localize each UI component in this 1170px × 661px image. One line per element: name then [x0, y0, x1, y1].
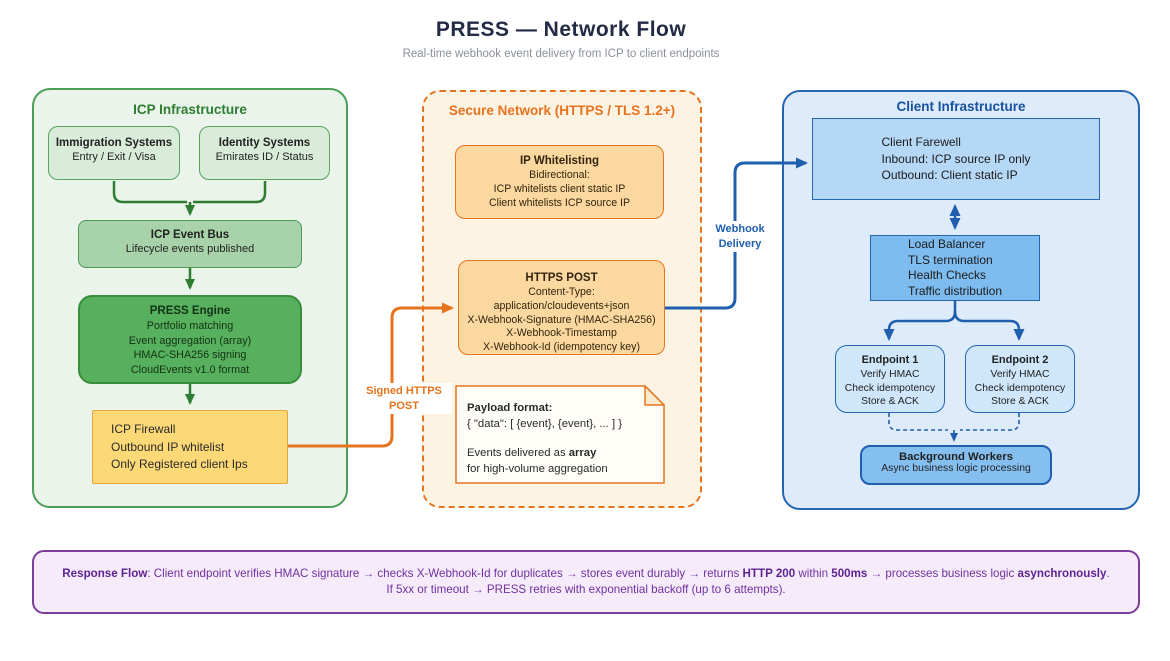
payload-text: Payload format: { "data": [ {event}, {ev…: [467, 401, 622, 477]
icp-section-title: ICP Infrastructure: [133, 102, 247, 117]
endpoint-1-line: Store & ACK: [861, 396, 919, 407]
client-firewall-line: Outbound: Client static IP: [881, 168, 1018, 183]
response-flow-bold: HTTP 200: [742, 566, 796, 580]
response-flow-seg: → processes business logic: [867, 566, 1018, 580]
payload-title: Payload format:: [467, 402, 553, 414]
client-firewall-line: Client Farewell: [881, 135, 961, 150]
endpoint-2-line: Store & ACK: [991, 396, 1049, 407]
client-firewall-box: Client Farewell Inbound: ICP source IP o…: [812, 118, 1100, 200]
ip-whitelisting-line: Bidirectional:: [529, 169, 590, 181]
endpoint-1-title: Endpoint 1: [861, 354, 919, 366]
secure-section-title: Secure Network (HTTPS / TLS 1.2+): [448, 103, 676, 118]
endpoint-1-line: Check idempotency: [844, 382, 936, 394]
https-post-line: X-Webhook-Timestamp: [506, 327, 617, 340]
webhook-delivery-line: Delivery: [718, 237, 762, 250]
endpoint-2-box: Endpoint 2 Verify HMAC Check idempotency…: [965, 345, 1075, 413]
https-post-title: HTTPS POST: [525, 272, 598, 284]
load-balancer-text: Load Balancer TLS termination Health Che…: [908, 237, 1002, 299]
icp-firewall-line: Outbound IP whitelist: [111, 439, 225, 454]
endpoint-2-title: Endpoint 2: [991, 354, 1049, 366]
response-flow-bold: 500ms: [831, 566, 868, 580]
icp-firewall-line: ICP Firewall: [111, 422, 176, 436]
immigration-title: Immigration Systems: [55, 137, 173, 149]
identity-title: Identity Systems: [218, 137, 311, 149]
ip-whitelisting-title: IP Whitelisting: [519, 155, 599, 167]
press-engine-line: HMAC-SHA256 signing: [133, 349, 247, 361]
press-engine-box: PRESS Engine Portfolio matching Event ag…: [78, 295, 302, 384]
ip-whitelisting-line: ICP whitelists client static IP: [493, 182, 626, 195]
note-shape-icon: [455, 385, 665, 484]
load-balancer-line: Load Balancer: [907, 237, 986, 251]
endpoint-2-line: Verify HMAC: [990, 369, 1050, 380]
page-title: PRESS — Network Flow: [435, 18, 687, 41]
background-workers-box: Background Workers Async business logic …: [860, 445, 1052, 485]
load-balancer-line: Health Checks: [907, 268, 987, 282]
press-engine-line: CloudEvents v1.0 format: [130, 363, 250, 376]
load-balancer-line: TLS termination: [907, 252, 993, 267]
https-post-line: Content-Type: application/cloudevents+js…: [493, 286, 630, 312]
payload-note-bold: array: [568, 447, 597, 459]
press-engine-line: Event aggregation (array): [128, 334, 252, 347]
icp-firewall-box: ICP Firewall Outbound IP whitelist Only …: [92, 410, 288, 484]
response-flow-note: Response Flow: Client endpoint verifies …: [32, 550, 1140, 614]
event-bus-title: ICP Event Bus: [150, 229, 230, 241]
press-engine-title: PRESS Engine: [149, 305, 231, 317]
immigration-subtitle: Entry / Exit / Visa: [72, 151, 156, 163]
response-flow-line1: Response Flow: Client endpoint verifies …: [62, 566, 1109, 583]
response-flow-label: Response Flow: [62, 566, 148, 580]
payload-note-pre: Events delivered as: [467, 447, 569, 459]
webhook-delivery-label: Webhook Delivery: [703, 221, 777, 252]
endpoint-2-line: Check idempotency: [974, 382, 1066, 394]
immigration-systems-box: Immigration Systems Entry / Exit / Visa: [48, 126, 180, 180]
signed-https-post-line: POST: [389, 399, 419, 412]
identity-subtitle: Emirates ID / Status: [215, 151, 314, 163]
press-engine-line: Portfolio matching: [146, 320, 234, 332]
response-flow-bold: asynchronously: [1017, 566, 1107, 580]
endpoint-1-line: Verify HMAC: [860, 369, 920, 380]
signed-https-post-line: Signed HTTPS: [366, 385, 442, 397]
icp-firewall-line: Only Registered client Ips: [111, 457, 248, 471]
client-section-title: Client Infrastructure: [896, 99, 1026, 114]
event-bus-subtitle: Lifecycle events published: [125, 243, 255, 255]
payload-note-line2: for high-volume aggregation: [467, 462, 608, 475]
page-subtitle: Real-time webhook event delivery from IC…: [402, 48, 720, 60]
response-flow-seg: within: [795, 566, 832, 580]
background-workers-subtitle: Async business logic processing: [881, 463, 1031, 474]
response-flow-seg: : Client endpoint verifies HMAC signatur…: [147, 566, 743, 580]
load-balancer-box: Load Balancer TLS termination Health Che…: [870, 235, 1040, 301]
response-flow-seg: .: [1106, 566, 1110, 580]
payload-note-box: Payload format: { "data": [ {event}, {ev…: [455, 385, 665, 484]
https-post-box: HTTPS POST Content-Type: application/clo…: [458, 260, 665, 355]
ip-whitelisting-line: Client whitelists ICP source IP: [488, 196, 631, 209]
https-post-line: X-Webhook-Id (idempotency key): [482, 341, 640, 354]
client-firewall-line: Inbound: ICP source IP only: [881, 151, 1031, 166]
response-flow-line2: If 5xx or timeout → PRESS retries with e…: [386, 583, 786, 596]
identity-systems-box: Identity Systems Emirates ID / Status: [199, 126, 330, 180]
client-firewall-text: Client Farewell Inbound: ICP source IP o…: [882, 134, 1031, 184]
endpoint-1-box: Endpoint 1 Verify HMAC Check idempotency…: [835, 345, 945, 413]
payload-note-line1: Events delivered as array: [467, 446, 622, 462]
ip-whitelisting-box: IP Whitelisting Bidirectional: ICP white…: [455, 145, 664, 219]
https-post-line: X-Webhook-Signature (HMAC-SHA256): [467, 313, 656, 326]
icp-event-bus-box: ICP Event Bus Lifecycle events published: [78, 220, 302, 268]
webhook-delivery-line: Webhook: [715, 223, 765, 235]
signed-https-post-label: Signed HTTPS POST: [356, 383, 452, 414]
load-balancer-line: Traffic distribution: [907, 283, 1003, 298]
diagram-header: PRESS — Network Flow Real-time webhook e…: [0, 18, 1122, 60]
payload-schema: { "data": [ {event}, {event}, ... ] }: [467, 417, 622, 430]
background-workers-title: Background Workers: [898, 451, 1014, 463]
